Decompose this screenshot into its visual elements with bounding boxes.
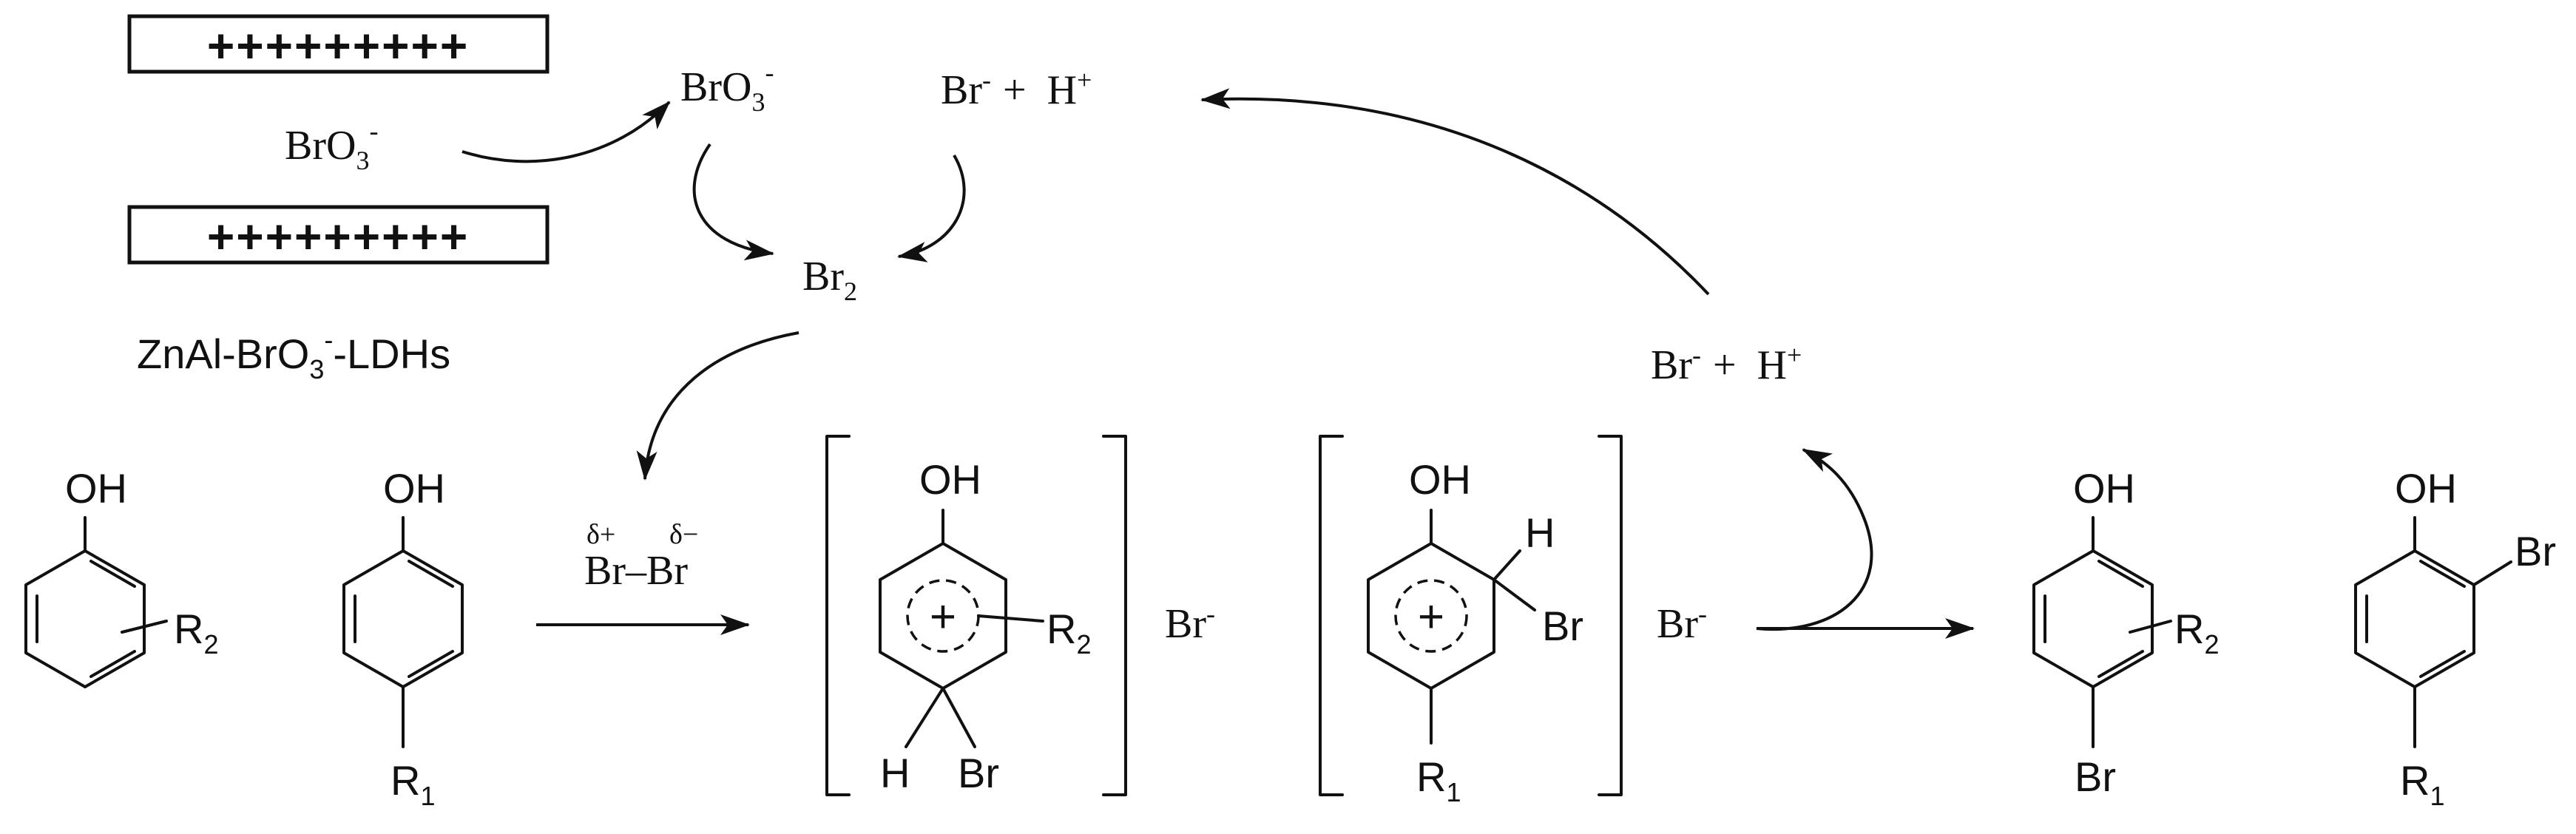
product2-oh: OH [2395,465,2457,512]
product1-br: Br [2075,753,2116,800]
sigma1-r2: R2 [1047,606,1091,660]
bromine: Br2 [802,254,857,306]
bromide-proton-byproduct: Br-+H+ [1651,340,1802,388]
ldh-name: ZnAl-BrO3--LDHs [137,325,450,384]
ldh-layer-top: +++++++++ [127,14,550,74]
phenol-oh: OH [65,465,127,512]
product2-br: Br [2515,528,2556,574]
plus-row-bottom: +++++++++ [207,210,469,263]
delta-plus: δ+ [586,519,615,550]
bracket-right-1 [1102,435,1127,796]
counter-ion-1: Br- [1165,599,1215,647]
sigma1-h: H [880,750,910,796]
proton-release-arrow [1756,448,1873,631]
phenol-r1-oh: OH [383,465,445,512]
sigma2-br: Br [1542,603,1583,649]
interlayer-bromate: BrO3- [285,116,378,175]
plus-row-top: +++++++++ [207,19,469,72]
product2-r1: R1 [2400,757,2444,811]
cation-charge-2: + [1418,591,1444,643]
phenol-r2: OH R2 [24,465,218,688]
sigma2-oh: OH [1409,456,1471,503]
sigma2-h: H [1525,509,1555,556]
bromine-to-substrate-arrow [636,331,799,481]
delta-minus: δ− [669,519,698,550]
product-para-bromo: OH R2 Br [2032,465,2219,800]
bracket-left-2 [1319,435,1344,796]
cation-charge-1: + [930,591,956,643]
product-ortho-bromo: OH Br R1 [2354,465,2556,811]
release-arrow [462,101,671,163]
sigma1-br: Br [958,750,999,796]
sigma-complex-para: + OH R2 H Br [825,435,1127,796]
released-bromate: BrO3- [680,58,774,117]
sigma-complex-ortho: + OH H Br R1 [1319,435,1623,807]
phenol-r2-label: R2 [174,606,218,660]
sigma2-r1: R1 [1416,753,1461,807]
ldh-layer-bottom: +++++++++ [127,205,550,265]
bromide-proton-top: Br-+H+ [941,65,1092,113]
counter-ion-2: Br- [1657,599,1707,647]
polarized-bromine: Br–Br [584,548,688,594]
phenol-r1: OH R1 [342,465,464,811]
sigma1-oh: OH [919,456,981,503]
product1-oh: OH [2073,465,2135,512]
recycle-arrow [1200,88,1710,296]
phenol-r1-label: R1 [391,757,435,811]
bracket-left-1 [825,435,851,796]
bromate-to-bromine-arrow [692,143,774,261]
bracket-right-2 [1598,435,1623,796]
product1-r2: R2 [2174,606,2219,660]
bromide-to-bromine-arrow [897,154,966,262]
